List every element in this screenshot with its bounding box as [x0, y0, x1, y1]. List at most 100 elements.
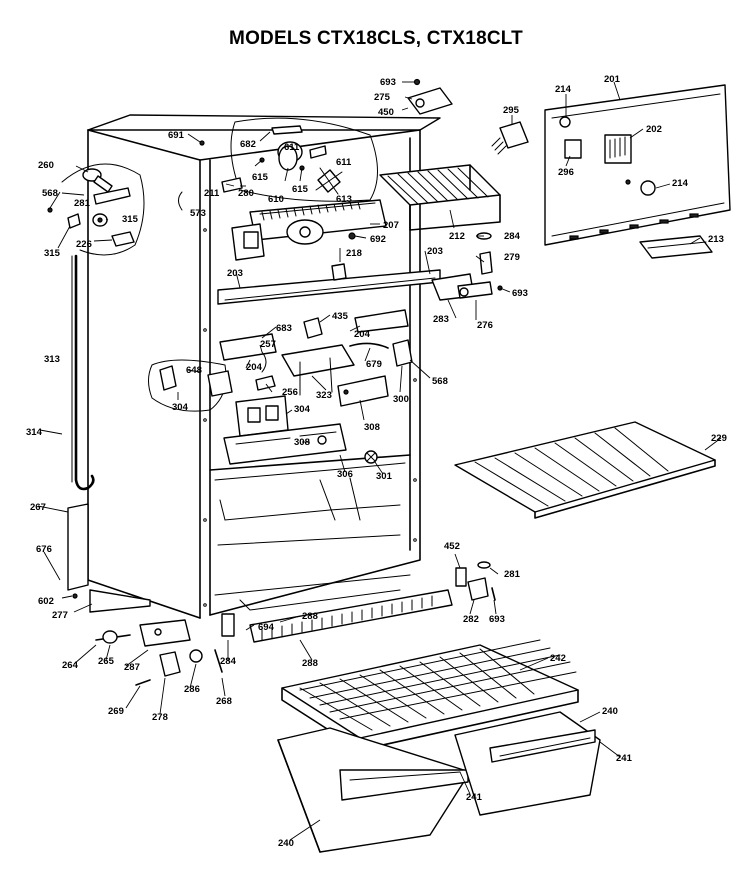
callout-203: 203: [427, 246, 443, 257]
mullion-rail: [217, 263, 441, 305]
connector-295: [491, 121, 529, 155]
page-title: MODELS CTX18CLS, CTX18CLT: [229, 28, 523, 49]
callout-240: 240: [278, 838, 294, 849]
callout-256: 256: [282, 387, 298, 398]
callout-679: 679: [366, 359, 382, 370]
callout-613: 613: [336, 194, 352, 205]
light-switch-assembly: [148, 359, 276, 412]
callout-648: 648: [186, 365, 202, 376]
callout-286: 286: [184, 684, 200, 695]
callout-287: 287: [124, 662, 140, 673]
callout-693: 693: [512, 288, 528, 299]
callout-278: 278: [152, 712, 168, 723]
callout-204: 204: [354, 329, 371, 340]
freezer-shelf: [379, 164, 501, 231]
callout-284: 284: [220, 656, 237, 667]
callout-202: 202: [646, 124, 662, 135]
top-hinge-275: [407, 78, 453, 115]
callout-280: 280: [238, 188, 254, 199]
callout-694: 694: [258, 622, 275, 633]
evaporator-fan-assembly: [178, 117, 378, 211]
callout-229: 229: [711, 433, 727, 444]
callout-275: 275: [374, 92, 391, 103]
upper-hinge-assembly: [431, 232, 503, 301]
callout-267: 267: [30, 502, 46, 513]
callout-682: 682: [240, 139, 256, 150]
fresh-food-shelf: [454, 421, 716, 519]
callout-213: 213: [708, 234, 724, 245]
callout-568: 568: [42, 188, 58, 199]
callout-265: 265: [98, 656, 115, 667]
callout-labels: 693 275 450 214 201 295 202 296 214 213 …: [26, 74, 727, 849]
callout-288: 288: [302, 611, 318, 622]
callout-296: 296: [558, 167, 574, 178]
callout-212: 212: [449, 231, 465, 242]
callout-260: 260: [38, 160, 54, 171]
callout-692: 692: [370, 234, 386, 245]
callout-323: 323: [316, 390, 332, 401]
light-sockets: [223, 395, 378, 465]
callout-452: 452: [444, 541, 460, 552]
callout-304: 304: [294, 404, 311, 415]
callout-288: 288: [302, 658, 318, 669]
lower-left-parts: [67, 503, 151, 613]
callout-610: 610: [268, 194, 284, 205]
callout-282: 282: [463, 614, 479, 625]
callout-242: 242: [550, 653, 566, 664]
callout-214: 214: [555, 84, 572, 95]
callout-241: 241: [616, 753, 633, 764]
callout-284: 284: [504, 231, 521, 242]
callout-277: 277: [52, 610, 68, 621]
callout-308: 308: [364, 422, 380, 433]
callout-602: 602: [38, 596, 54, 607]
callout-264: 264: [62, 660, 79, 671]
callout-207: 207: [383, 220, 399, 231]
callout-314: 314: [26, 427, 43, 438]
callout-279: 279: [504, 252, 520, 263]
callout-218: 218: [346, 248, 362, 259]
control-panel-cover: [544, 84, 731, 246]
callout-313: 313: [44, 354, 60, 365]
callout-306: 306: [337, 469, 353, 480]
crisper-drawer-right: [454, 711, 601, 816]
callout-283: 283: [433, 314, 449, 325]
callout-281: 281: [74, 198, 91, 209]
callout-568: 568: [432, 376, 448, 387]
callout-257: 257: [260, 339, 276, 350]
callout-573: 573: [190, 208, 206, 219]
callout-269: 269: [108, 706, 124, 717]
callout-691: 691: [168, 130, 185, 141]
callout-683: 683: [276, 323, 292, 334]
callout-226: 226: [76, 239, 92, 250]
hose-fittings-cluster: [47, 163, 145, 256]
callout-315: 315: [44, 248, 61, 259]
callout-304: 304: [172, 402, 189, 413]
callout-300: 300: [393, 394, 409, 405]
callout-308: 308: [294, 437, 310, 448]
callout-241: 241: [466, 792, 483, 803]
callout-214: 214: [672, 178, 689, 189]
callout-295: 295: [503, 105, 520, 116]
callout-315: 315: [122, 214, 139, 225]
callout-276: 276: [477, 320, 493, 331]
callout-204: 204: [246, 362, 263, 373]
callout-201: 201: [604, 74, 621, 85]
callout-450: 450: [378, 107, 394, 118]
callout-268: 268: [216, 696, 232, 707]
center-controls: [219, 309, 413, 407]
callout-611: 611: [284, 142, 300, 153]
callout-281: 281: [504, 569, 521, 580]
callout-611: 611: [336, 157, 352, 168]
lower-right-parts: [455, 561, 496, 601]
callout-203: 203: [227, 268, 243, 279]
callout-693: 693: [489, 614, 505, 625]
callout-301: 301: [376, 471, 393, 482]
callout-211: 211: [204, 188, 220, 199]
control-knob-bracket-213: [639, 235, 713, 259]
callout-676: 676: [36, 544, 52, 555]
kickplate-grille: [249, 589, 453, 643]
callout-240: 240: [602, 706, 618, 717]
callout-615: 615: [292, 184, 309, 195]
lower-hinge-assembly: [95, 613, 235, 686]
